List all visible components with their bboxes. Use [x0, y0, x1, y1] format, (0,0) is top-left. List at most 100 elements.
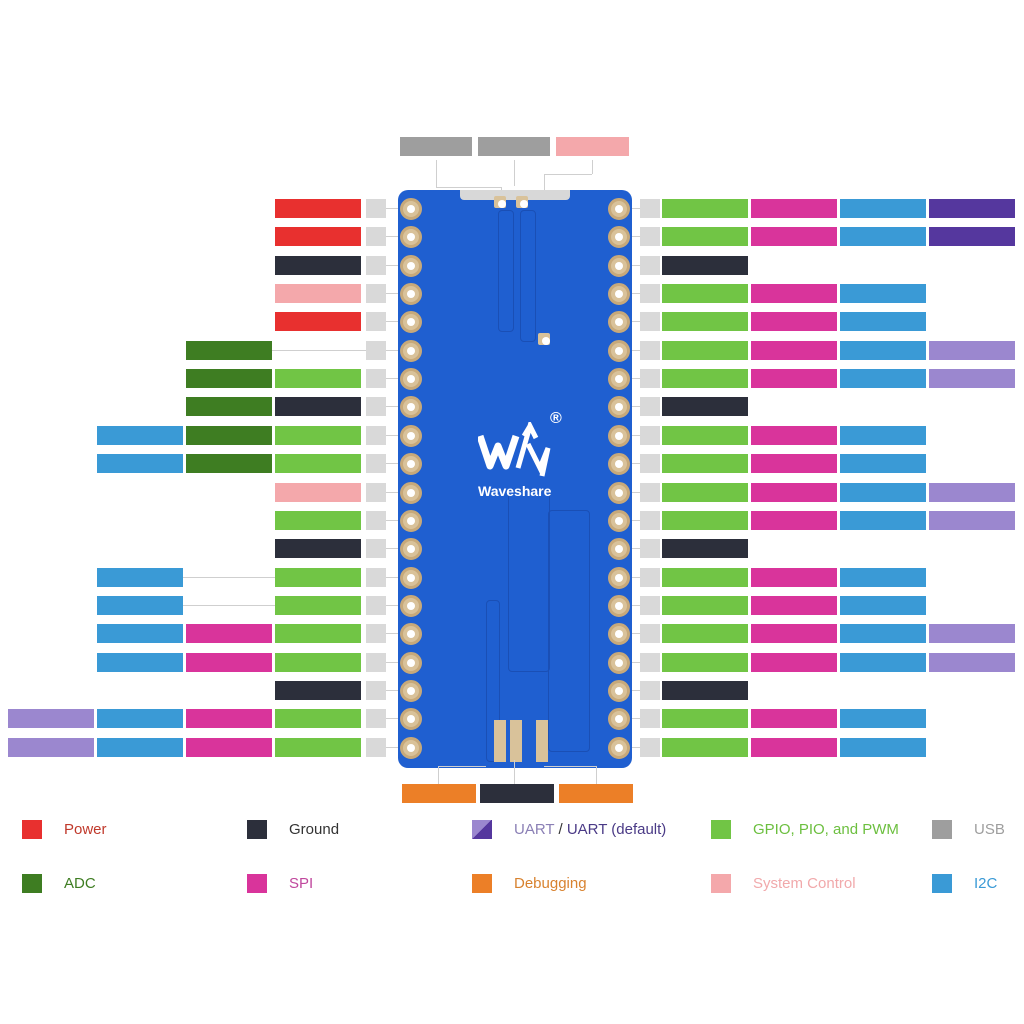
pin-label-spi0-tx: [751, 312, 837, 332]
pin-label-3v3-out: [275, 312, 361, 332]
pin-connector-line: [386, 689, 398, 691]
pin-label-i2c0-sda: [840, 482, 926, 502]
legend-swatch-i2c: [932, 874, 952, 893]
pad-left: [400, 254, 422, 277]
pad-right: [608, 424, 630, 447]
legend-text: ADC: [64, 875, 96, 892]
pin-label-gp5: [662, 369, 748, 389]
pin-label-gnd: [275, 539, 361, 559]
pin-label-gp26: [275, 454, 361, 474]
pad-left: [400, 283, 422, 306]
pin-label-spi1-csn: [751, 510, 837, 530]
legend-separator: /: [554, 821, 567, 838]
pin-connector-line: [386, 604, 398, 606]
pin-label-i2c1-scl: [840, 737, 926, 757]
top-label-boot: [556, 137, 629, 156]
pin-number: [640, 510, 660, 530]
pin-connector-line: [632, 264, 642, 266]
pin-number: [366, 255, 386, 275]
top-label-usb-n: [400, 137, 472, 156]
pin-number: [366, 567, 386, 587]
pin-label-gp18: [275, 652, 361, 672]
debug-connector-line: [438, 766, 439, 784]
pad-left: [400, 226, 422, 249]
pin-label-gp2: [662, 284, 748, 304]
pin-connector-line: [386, 718, 398, 720]
pin-label-gp6: [662, 425, 748, 445]
pin-connector-line: [272, 349, 366, 351]
top-connector-line: [436, 160, 437, 187]
pin-connector-line: [632, 689, 642, 691]
pin-label-uart1-rx: [929, 510, 1015, 530]
pin-connector-line: [386, 236, 398, 238]
pin-label-spi0-tx: [186, 624, 272, 644]
legend-label-gpio-pio-and-pwm: GPIO, PIO, and PWM: [753, 820, 899, 839]
pad-right: [608, 594, 630, 617]
pin-connector-line: [386, 378, 398, 380]
pin-label-spi1-tx: [751, 595, 837, 615]
pin-label-gp0: [662, 199, 748, 218]
pin-label-spi0-sck: [751, 284, 837, 304]
pin-number: [366, 340, 386, 360]
pin-label-gnd: [662, 680, 748, 700]
debug-connector-line: [438, 766, 486, 767]
top-label-usb-p: [478, 137, 550, 156]
pin-number: [640, 340, 660, 360]
pin-connector-line: [632, 661, 642, 663]
pin-label-gnd: [275, 680, 361, 700]
pin-label-spi0-sck: [186, 652, 272, 672]
pin-label-spi0-tx: [751, 454, 837, 474]
pad-right: [608, 509, 630, 532]
pin-connector-line: [632, 519, 642, 521]
pad-left: [400, 594, 422, 617]
legend-label-usb: USB: [974, 820, 1005, 839]
swd-pad-swclk: [536, 720, 548, 762]
pad-right: [608, 254, 630, 277]
pin-connector-line: [632, 491, 642, 493]
pin-number: [366, 709, 386, 729]
legend-label-power: Power: [64, 820, 107, 839]
top-connector-line: [544, 174, 592, 175]
pad-left: [400, 736, 422, 759]
pin-connector-line: [386, 406, 398, 408]
pin-label-gp20: [275, 595, 361, 615]
pin-number: [366, 199, 386, 218]
pin-label-i2c0-scl: [97, 709, 183, 729]
pin-label-spi0-csn: [186, 709, 272, 729]
pin-number: [640, 199, 660, 218]
pin-label-i2c0-sda: [840, 199, 926, 218]
legend-label-adc: ADC: [64, 874, 96, 893]
pcb-trace: [486, 600, 500, 762]
legend-text: USB: [974, 821, 1005, 838]
pin-label-uart1-tx: [929, 340, 1015, 360]
pin-label-uart0-rx: [929, 227, 1015, 247]
pin-label-i2c0-sda: [840, 340, 926, 360]
legend-swatch-spi: [247, 874, 267, 893]
pin-connector-line: [632, 406, 642, 408]
pin-connector-line: [632, 293, 642, 295]
pin-label-spi0-rx: [751, 199, 837, 218]
pad-left: [400, 708, 422, 731]
pin-label-uart0-rx: [929, 652, 1015, 672]
pcb-trace: [548, 510, 590, 752]
top-connector-line: [592, 160, 593, 174]
pad-right: [608, 311, 630, 334]
legend-text: System Control: [753, 875, 856, 892]
pcb-trace: [498, 210, 514, 332]
pin-label-uart1-tx: [929, 482, 1015, 502]
pin-label-gp11: [662, 595, 748, 615]
pin-label-spi0-csn: [751, 227, 837, 247]
pin-number: [640, 595, 660, 615]
pin-label-spi1-rx: [751, 624, 837, 644]
pin-connector-line: [386, 661, 398, 663]
pin-label-i2c0-sda: [97, 595, 183, 615]
pin-label-uart0-tx: [8, 737, 94, 757]
pin-connector-line: [632, 604, 642, 606]
pin-label-i2c0-sda: [840, 624, 926, 644]
pin-number: [640, 539, 660, 559]
pin-label-i2c0-scl: [840, 369, 926, 389]
legend-text: UART: [514, 821, 555, 838]
pin-number: [640, 397, 660, 417]
usb-c-connector: [460, 190, 570, 200]
pad-left: [400, 396, 422, 419]
